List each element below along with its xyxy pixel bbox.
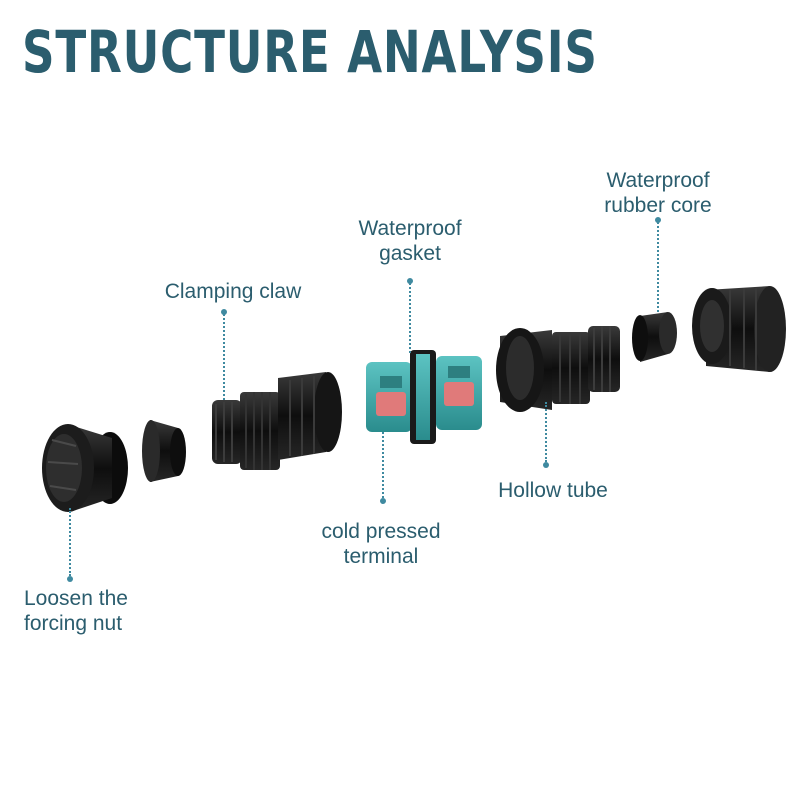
rubber-core-right [632,312,677,362]
label-clamping-claw: Clamping claw [164,280,302,303]
leader-line [382,432,384,498]
leader-dot [380,498,386,504]
leader-dot [221,309,227,315]
cold-pressed-terminal [366,350,482,444]
leader-line [657,222,659,312]
leader-line [69,508,71,576]
hollow-tube-assembly [496,326,620,412]
forcing-nut-right [692,286,786,372]
rubber-core-left [142,420,186,482]
label-waterproof-rubber-core: Waterproof rubber core [604,169,712,217]
leader-dot [67,576,73,582]
clamping-claw-assembly [212,372,342,470]
label-waterproof-gasket: Waterproof gasket [358,217,462,265]
leader-dot [543,462,549,468]
forcing-nut-left [42,424,128,512]
label-hollow-tube: Hollow tube [498,479,608,502]
leader-line [545,402,547,462]
leader-dot [407,278,413,284]
label-cold-pressed-terminal: cold pressed terminal [321,520,441,568]
diagram-title: STRUCTURE ANALYSIS [22,18,598,86]
label-loosen-forcing-nut: Loosen the forcing nut [24,587,128,635]
leader-line [409,283,411,353]
leader-dot [655,217,661,223]
leader-line [223,314,225,400]
